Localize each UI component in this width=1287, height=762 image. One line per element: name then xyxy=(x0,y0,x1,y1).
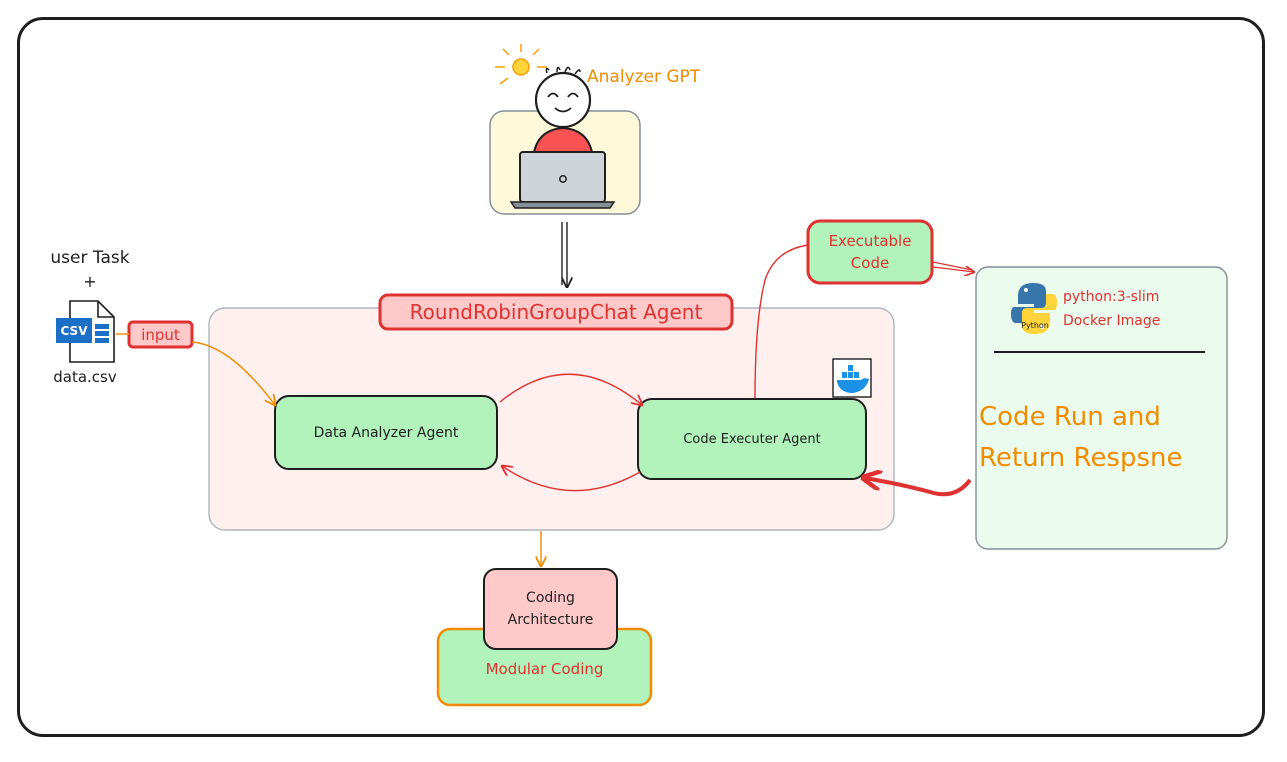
persona-to-groupchat-arrow xyxy=(561,222,567,287)
docker-image-line2: Docker Image xyxy=(1063,313,1161,329)
executable-code-label: Executable Code xyxy=(808,221,932,283)
coding-architecture-line1: Coding xyxy=(526,590,575,606)
docker-icon xyxy=(832,358,872,398)
executable-code-line1: Executable xyxy=(828,232,912,250)
csv-file-icon xyxy=(56,300,115,363)
canvas-frame xyxy=(17,17,1265,737)
data-analyzer-agent-box xyxy=(274,395,498,470)
docker-panel xyxy=(975,266,1228,550)
user-task-plus: + xyxy=(83,272,97,291)
persona-illustration xyxy=(489,44,641,215)
groupchat-title-box xyxy=(378,293,734,331)
executer-to-code-line xyxy=(754,244,809,399)
input-to-analyzer-arrow xyxy=(191,341,275,405)
executable-code-box xyxy=(806,219,934,285)
csv-badge-label: CSV xyxy=(60,323,88,338)
data-analyzer-agent-label[interactable]: Data Analyzer Agent xyxy=(313,424,459,441)
code-to-docker-arrow xyxy=(932,261,974,272)
csv-filename: data.csv xyxy=(53,368,117,386)
modular-coding-label: Modular Coding xyxy=(485,660,604,678)
coding-architecture-line2: Architecture xyxy=(507,612,594,628)
docker-image-line1: python:3-slim xyxy=(1063,289,1160,305)
groupchat-title: RoundRobinGroupChat Agent xyxy=(409,300,703,324)
persona-label: Analyzer GPT xyxy=(587,67,701,87)
coding-architecture-label: Coding Architecture xyxy=(484,569,617,649)
python-caption: Python xyxy=(1021,321,1049,330)
laptop-icon xyxy=(509,151,616,209)
docker-result-line1: Code Run and xyxy=(979,402,1161,432)
code-executer-agent-box xyxy=(637,398,867,480)
docker-result-line2: Return Respsne xyxy=(979,443,1183,473)
analyzer-to-executer-arrow xyxy=(499,373,642,405)
executer-to-analyzer-arrow xyxy=(502,466,641,492)
lightbulb-icon xyxy=(495,44,547,85)
code-executer-agent-label[interactable]: Code Executer Agent xyxy=(683,431,821,447)
input-tag-label: input xyxy=(141,325,180,344)
user-task-label: user Task xyxy=(50,248,130,268)
docker-return-arrow xyxy=(865,478,972,497)
person-head xyxy=(534,71,592,129)
coding-architecture-box xyxy=(483,568,618,650)
python-logo-icon xyxy=(1011,283,1057,334)
executable-code-line2: Code xyxy=(850,254,890,272)
